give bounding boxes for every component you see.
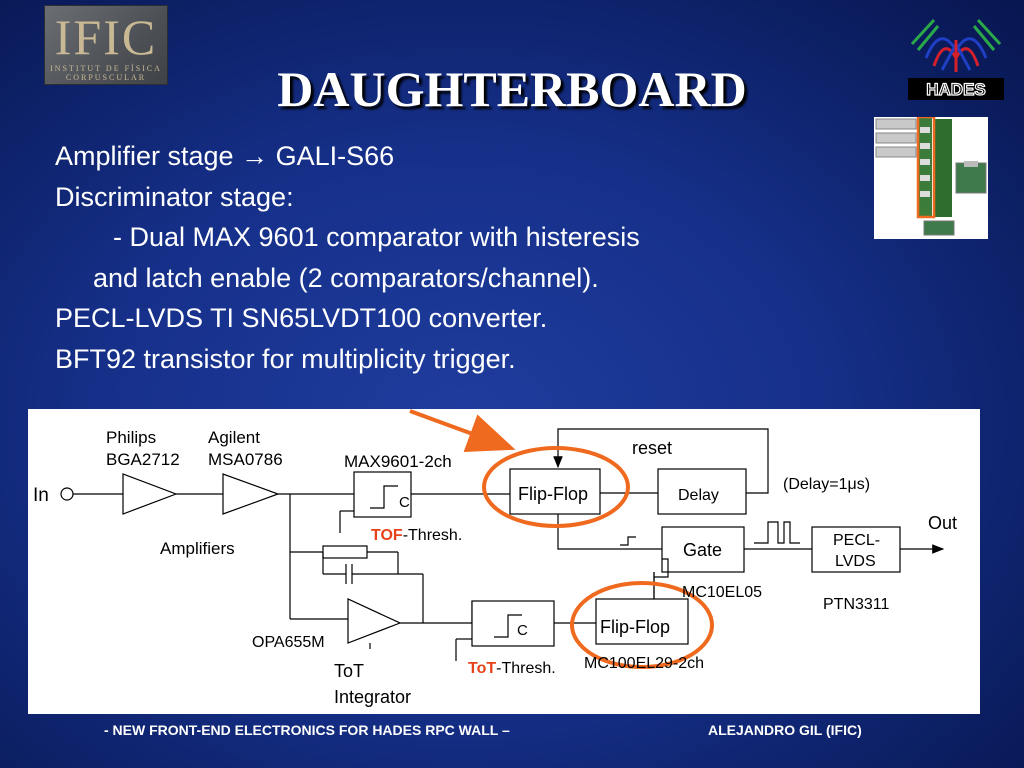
ific-logo-line1: INSTITUT DE FÍSICA [50, 64, 162, 73]
comparator-1 [353, 471, 412, 518]
amplifier-2-symbol [222, 473, 280, 515]
slide-title: DAUGHTERBOARD [277, 61, 747, 117]
highlight-arrow [409, 409, 516, 452]
input-terminal [60, 487, 74, 501]
amplifiers-label: Amplifiers [160, 539, 235, 558]
bullet-transistor: BFT92 transistor for multiplicity trigge… [55, 343, 516, 374]
comparator-2-symbol-label: C [517, 622, 528, 639]
amp1-name: Philips [106, 428, 156, 447]
bullet-discriminator: Discriminator stage: [55, 181, 294, 212]
hades-logo: HADES [908, 18, 1004, 100]
flip-flop-1 [509, 468, 601, 515]
bullet-comparator: - Dual MAX 9601 comparator with histeres… [113, 222, 640, 252]
gate-block [661, 526, 745, 573]
pecl-label-2: LVDS [835, 553, 876, 570]
bullet-amplifier: Amplifier stage → GALI-S66 [55, 141, 395, 171]
output-label: Out [928, 513, 957, 533]
amp2-name: Agilent [208, 428, 260, 447]
ific-logo-text: IFIC [54, 9, 158, 65]
reset-label: reset [632, 438, 672, 458]
opamp-symbol [347, 598, 402, 644]
svg-text:ToT-Thresh.: ToT-Thresh. [468, 660, 556, 677]
bullet-converter: PECL-LVDS TI SN65LVDT100 converter. [55, 303, 548, 333]
flip-flop-1-label: Flip-Flop [518, 484, 588, 504]
amp2-part: MSA0786 [208, 450, 283, 469]
amplifier-1-symbol [122, 473, 178, 515]
bullet-latch: and latch enable (2 comparators/channel)… [93, 262, 599, 293]
hades-logo-text: HADES [926, 80, 986, 99]
tot-integrator-line2: Integrator [334, 687, 411, 707]
pecl-label-1: PECL- [833, 532, 880, 549]
delay-label: Delay [678, 487, 719, 504]
ific-logo-line2: CORPUSCULAR [65, 73, 147, 82]
gate-label: Gate [683, 540, 722, 560]
tof-thresh-label: -Thresh. [403, 527, 463, 544]
highlight-flip-flop-2 [570, 581, 714, 669]
tot-thresh-label: -Thresh. [496, 660, 556, 677]
tot-integrator-line1: ToT [334, 661, 364, 681]
tof-label: TOF [371, 527, 403, 544]
footer-right: ALEJANDRO GIL (IFIC) [708, 722, 862, 738]
comparator-label: MAX9601-2ch [344, 452, 452, 471]
delay-block [657, 468, 747, 515]
comparator-1-symbol-label: C [399, 494, 410, 511]
flip-flop-2-label: Flip-Flop [600, 617, 670, 637]
block-diagram: In Philips BGA2712 Agilent MSA0786 Ampli… [28, 409, 980, 714]
opamp-label: OPA655M [252, 634, 325, 651]
flip-flop-2-part-label: MC100EL29-2ch [584, 655, 704, 672]
input-label: In [33, 485, 49, 506]
svg-text:TOF-Thresh.: TOF-Thresh. [371, 527, 462, 544]
ific-logo: IFIC INSTITUT DE FÍSICA CORPUSCULAR [44, 5, 168, 85]
pecl-lvds-block [811, 526, 901, 573]
flip-flop-2 [595, 598, 689, 645]
pecl-part-label: PTN3311 [823, 596, 890, 613]
delay-value-label: (Delay=1μs) [783, 476, 870, 493]
tot-label: ToT [468, 660, 496, 677]
comparator-2 [471, 600, 555, 647]
feedback-resistor [322, 545, 368, 559]
board-photo [874, 115, 988, 239]
highlight-flip-flop-1 [482, 446, 630, 528]
footer-left: - NEW FRONT-END ELECTRONICS FOR HADES RP… [104, 722, 510, 738]
amp1-part: BGA2712 [106, 450, 180, 469]
bullet-list: Amplifier stage → GALI-S66 Discriminator… [55, 136, 640, 379]
gate-part-label: MC10EL05 [682, 584, 762, 601]
